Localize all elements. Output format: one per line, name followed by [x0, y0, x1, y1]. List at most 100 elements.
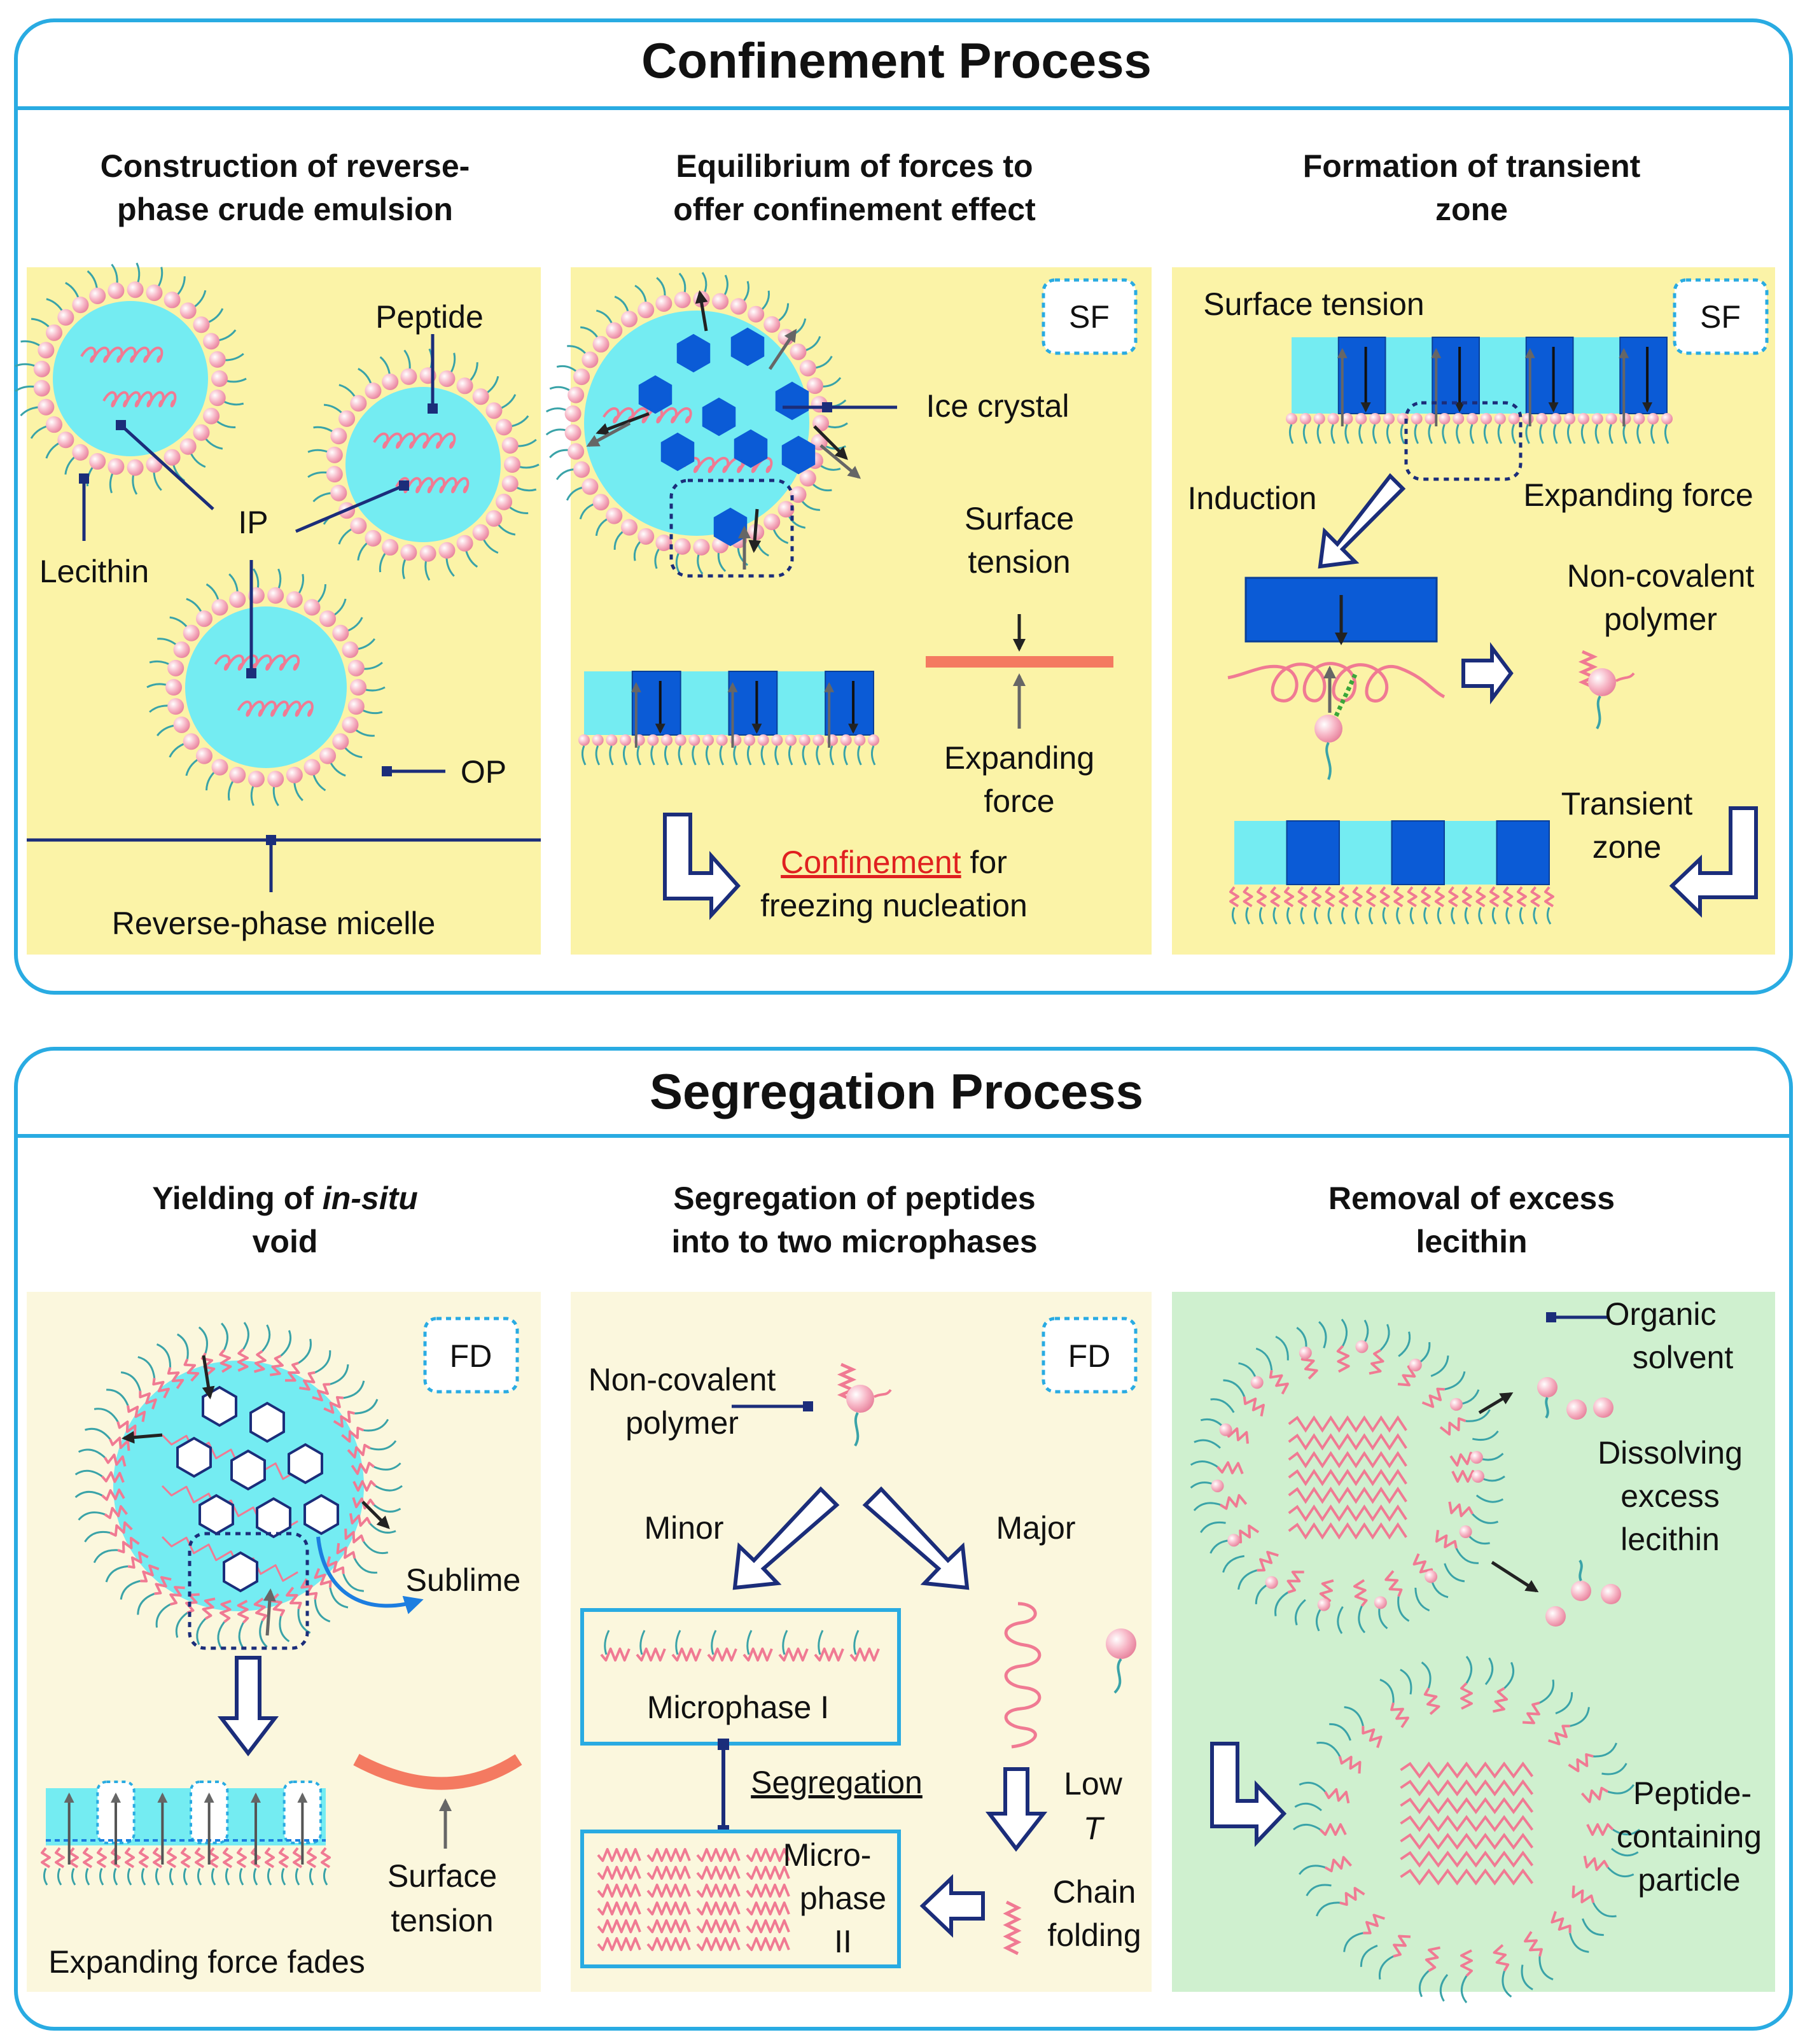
- panel3-title-line2: zone: [1435, 192, 1508, 227]
- down-arrow-panel4: [217, 1656, 279, 1756]
- ip-label: IP: [238, 505, 268, 540]
- micelle-top-left: [15, 262, 247, 495]
- panel1: Peptide IP Lecithin OP Reverse-phase mic…: [15, 262, 541, 955]
- dissolving-line1: Dissolving: [1598, 1435, 1743, 1471]
- panel1-title-line2: phase crude emulsion: [117, 192, 453, 227]
- turn-arrow-panel2: [663, 813, 741, 920]
- noncov-marker-p5: [803, 1401, 813, 1411]
- lecithin-bead-panel3: [1314, 715, 1342, 743]
- polymer-zigzag-p3: [1578, 650, 1598, 689]
- fd-badge-panel4-text: FD: [450, 1338, 492, 1374]
- op-marker: [382, 766, 392, 776]
- peptide-particle-line1: Peptide-: [1633, 1775, 1752, 1811]
- sublime-arrow: [316, 1536, 424, 1614]
- ip-marker-right: [399, 480, 409, 491]
- peptide-particle-line2: containing: [1617, 1819, 1762, 1854]
- free-lecithin-bead: [1106, 1628, 1136, 1659]
- confinement-word: Confinement for: [781, 844, 1007, 880]
- polymer-chain-p3: [1596, 695, 1601, 730]
- ice-marker: [822, 402, 832, 412]
- major-arrow: [862, 1486, 970, 1590]
- lecithin-tail-panel3: [1325, 742, 1332, 780]
- t-label: T: [1084, 1810, 1105, 1846]
- chain-line1: Chain: [1053, 1874, 1136, 1910]
- panel2: SF Ice crystal Surface tension Expanding…: [545, 267, 1152, 955]
- organic-line2: solvent: [1633, 1340, 1734, 1375]
- panel6: Organic solvent Dissolving excess lecith…: [1172, 1292, 1775, 2003]
- microphase1-zigzags: [600, 1630, 880, 1662]
- zoom-box-panel3: [1404, 401, 1523, 481]
- panel4-title-a: Yielding of: [152, 1180, 323, 1216]
- low-label: Low: [1064, 1766, 1123, 1802]
- segregation-word: Segregation: [751, 1765, 923, 1800]
- free-lecithin-tail: [1113, 1658, 1122, 1694]
- micro2-line3: II: [834, 1924, 852, 1959]
- panel4: FD Sublime Surface tension Expanding for…: [27, 1292, 541, 1992]
- peptide-particle: [1293, 1656, 1640, 2003]
- surface-tension-label: Surface tension: [1203, 286, 1424, 322]
- zoom-box-panel4: [188, 1532, 309, 1650]
- washed-particle: [1190, 1319, 1505, 1634]
- microphase1-box: [580, 1608, 901, 1746]
- polymer-bead-p3: [1588, 668, 1616, 696]
- segregation-link-top: [718, 1739, 729, 1750]
- turn-arrow-panel6: [1210, 1742, 1287, 1847]
- fd-badge-panel5-text: FD: [1068, 1338, 1111, 1374]
- fold-arrow: [919, 1873, 985, 1938]
- polymer-bead-p5: [846, 1385, 874, 1413]
- polymer-tail-p3: [1615, 672, 1635, 682]
- panel2-title-line2: offer confinement effect: [673, 192, 1036, 227]
- confinement-title: Confinement Process: [641, 32, 1152, 88]
- peptide-particle-line3: particle: [1638, 1862, 1740, 1898]
- expanding-force-label: Expanding force: [1523, 477, 1753, 513]
- zoom-box-panel2: [669, 479, 794, 578]
- minor-arrow: [732, 1486, 840, 1590]
- ice-hexagons: [586, 290, 861, 570]
- sf-badge-panel2-text: SF: [1069, 299, 1110, 335]
- curved-interface: [353, 1754, 522, 1790]
- panel4-title-b: in-situ: [323, 1180, 418, 1216]
- free-beads-bottom: [1545, 1559, 1621, 1627]
- void-hexagons: [122, 1355, 390, 1636]
- organic-marker: [1546, 1312, 1556, 1322]
- expanding-line2: force: [984, 783, 1054, 819]
- micro2-line1: Micro-: [783, 1837, 872, 1873]
- dissolving-line2: excess: [1620, 1478, 1720, 1514]
- fd-badge-panel5: [1042, 1317, 1138, 1394]
- interface-strip-panel3: [1286, 337, 1673, 444]
- organic-line1: Organic: [1605, 1296, 1716, 1332]
- peptide-label: Peptide: [375, 299, 484, 335]
- noncov-line2-p5: polymer: [625, 1405, 739, 1441]
- transient-line1: Transient: [1561, 786, 1693, 822]
- ip-marker-bottom: [246, 668, 256, 678]
- surface-line1: Surface: [965, 501, 1074, 536]
- major-label: Major: [996, 1510, 1075, 1546]
- transient-turn-arrow: [1669, 806, 1758, 918]
- minor-label: Minor: [644, 1510, 723, 1546]
- panel3-title-line1: Formation of transient: [1303, 148, 1641, 184]
- panel6-background: [1172, 1292, 1775, 1992]
- sublime-label: Sublime: [406, 1562, 521, 1598]
- interface-strip-panel2: [578, 671, 879, 766]
- sf-badge-panel3: [1673, 278, 1769, 355]
- panel6-title-line2: lecithin: [1416, 1224, 1527, 1259]
- induction-label: Induction: [1188, 480, 1317, 516]
- panel5-title-line2: into to two microphases: [671, 1224, 1037, 1259]
- panel5: FD Non-covalent polymer Minor Major Micr…: [571, 1292, 1152, 1992]
- peptide-leader-marker: [428, 403, 438, 414]
- confinement-highlight: Confinement: [781, 844, 961, 880]
- to-polymer-arrow: [1461, 642, 1514, 704]
- segregation-title: Segregation Process: [650, 1063, 1143, 1119]
- chain-line2: folding: [1047, 1917, 1141, 1953]
- ip-leader-right: [295, 484, 405, 533]
- micelle-marker: [266, 835, 276, 845]
- free-beads-top: [1537, 1377, 1613, 1420]
- ip-leader-left: [120, 424, 214, 510]
- noncov-line1-p3: Non-covalent: [1567, 558, 1755, 594]
- panel1-title-line1: Construction of reverse-: [101, 148, 470, 184]
- fading-strip: [41, 1781, 331, 1886]
- panel6-title-line1: Removal of excess: [1328, 1180, 1615, 1216]
- microphase2-zigzags: [597, 1848, 790, 1951]
- op-label: OP: [461, 754, 506, 790]
